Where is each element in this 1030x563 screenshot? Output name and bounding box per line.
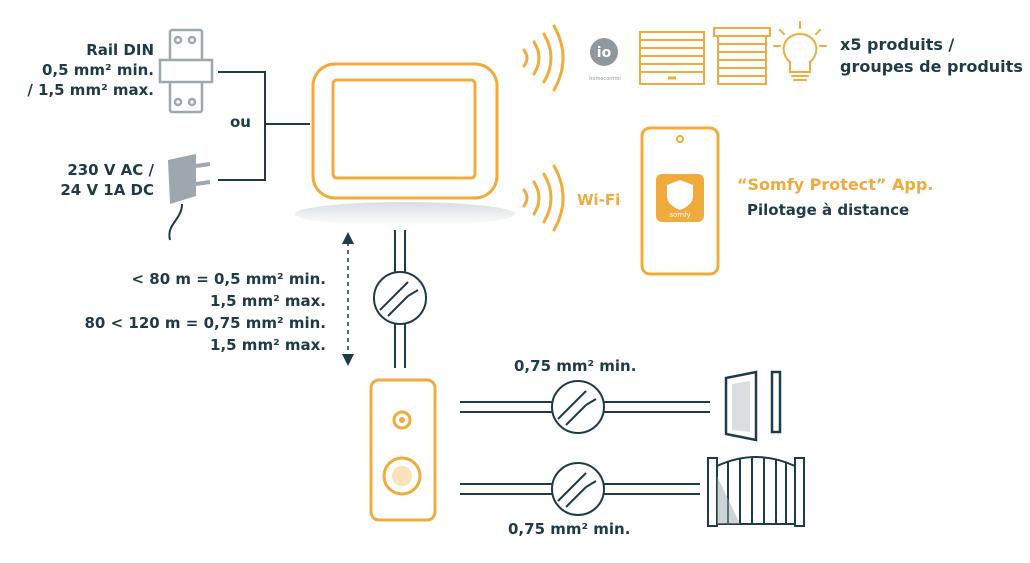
adapter-label: 230 V AC / 24 V 1A DC (60, 160, 154, 200)
power-adapter-icon (168, 154, 211, 241)
light-bulb-icon (773, 21, 827, 81)
radio-waves-icon (522, 24, 565, 92)
gate-cable (460, 483, 700, 495)
cable-cut-icon (373, 271, 427, 325)
smartphone-icon: somfy (640, 126, 720, 276)
adapter-dc: 24 V 1A DC (60, 181, 154, 199)
cable-spec-long-min: 80 < 120 m = 0,75 mm² min. (84, 314, 327, 332)
app-name: “Somfy Protect” App. (737, 175, 934, 194)
rail-din-max: / 1,5 mm² max. (27, 81, 154, 99)
cable-spec-long-max: 1,5 mm² max. (210, 336, 326, 354)
or-label: ou (230, 113, 251, 131)
outdoor-station-icon (369, 378, 437, 522)
cable-spec-short-max: 1,5 mm² max. (210, 292, 326, 310)
gate-cable-label: 0,75 mm² min. (508, 520, 631, 538)
cable-spec-short-min: < 80 m = 0,5 mm² min. (131, 270, 326, 288)
rail-din-label: Rail DIN 0,5 mm² min. / 1,5 mm² max. (27, 40, 154, 100)
products-count-line2: groupes de produits (840, 57, 1023, 76)
rail-din-min: 0,5 mm² min. (42, 61, 154, 79)
blind-icon (639, 31, 705, 85)
cable-spec-label: < 80 m = 0,5 mm² min. 1,5 mm² max. 80 < … (85, 268, 327, 356)
indoor-monitor-icon (295, 62, 515, 226)
svg-text:homecontrol: homecontrol (589, 76, 621, 82)
door-cable (460, 401, 710, 413)
din-rail-module-icon (158, 28, 214, 114)
door-icon (724, 370, 782, 442)
gate-icon (707, 456, 805, 527)
distance-arrow (342, 232, 354, 366)
products-count-label: x5 produits / groupes de produits (840, 34, 1023, 78)
svg-text:somfy: somfy (669, 211, 690, 219)
bus-cable (394, 230, 406, 368)
wifi-waves-icon (522, 164, 565, 232)
products-count-line1: x5 produits / (840, 35, 955, 54)
gate-cable-cut-icon (551, 462, 605, 516)
door-cable-label: 0,75 mm² min. (514, 357, 637, 375)
power-wiring (218, 71, 310, 181)
rail-din-title: Rail DIN (86, 41, 154, 59)
app-description: Pilotage à distance (747, 201, 910, 219)
wifi-label: Wi-Fi (577, 191, 621, 209)
adapter-ac: 230 V AC / (67, 161, 154, 179)
svg-text:io: io (597, 45, 612, 61)
roller-shutter-icon (713, 27, 771, 85)
door-cable-cut-icon (551, 380, 605, 434)
io-homecontrol-logo: io homecontrol (589, 38, 621, 82)
